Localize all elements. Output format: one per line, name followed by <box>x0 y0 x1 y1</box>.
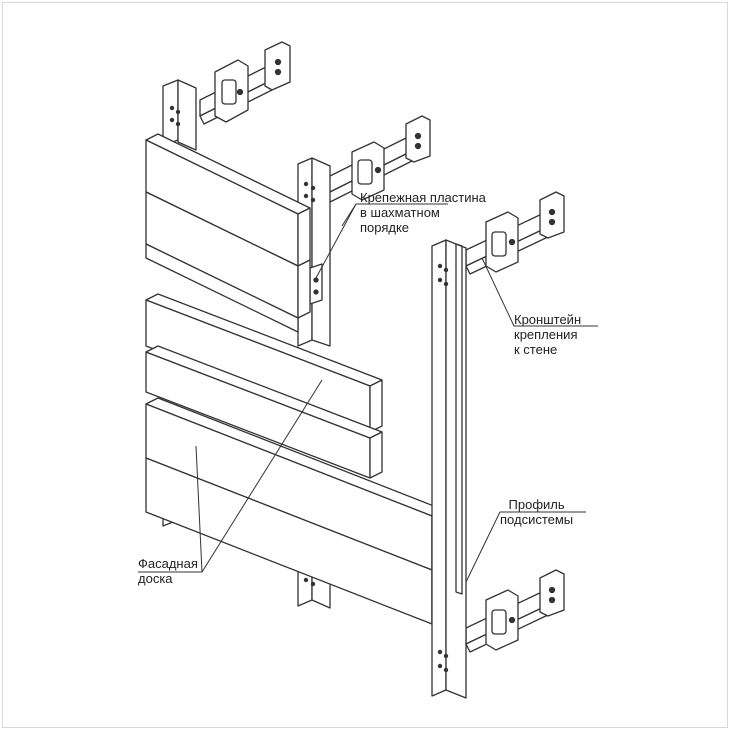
label-mounting-plate: Крепежная пластина в шахматном порядке <box>360 190 486 235</box>
label-facade-board: Фасадная доска <box>138 556 198 586</box>
label-facade-board-line-2: доска <box>138 571 173 586</box>
leader-profile <box>465 511 586 583</box>
label-mounting-plate-line-1: Крепежная пластина <box>360 190 486 205</box>
label-subsystem-profile-line-2: подсистемы <box>500 512 574 527</box>
label-subsystem-profile: Профиль подсистемы <box>500 497 573 527</box>
label-wall-bracket-line-3: к стене <box>514 342 558 357</box>
leader-lines <box>138 203 598 583</box>
label-facade-board-line-1: Фасадная <box>138 556 198 571</box>
leader-plate-2 <box>341 203 357 227</box>
label-wall-bracket: Кронштейн крепления к стене <box>514 312 581 357</box>
label-mounting-plate-line-3: порядке <box>360 220 410 235</box>
leader-bracket <box>481 257 598 327</box>
label-mounting-plate-line-2: в шахматном <box>360 205 440 220</box>
label-wall-bracket-line-2: крепления <box>514 327 578 342</box>
profile-right <box>431 239 467 699</box>
wall-bracket-top-left <box>199 41 291 125</box>
leader-board-2 <box>195 445 203 573</box>
wall-bracket-right-lower <box>465 569 565 653</box>
label-wall-bracket-line-1: Кронштейн <box>514 312 582 327</box>
label-subsystem-profile-line-1: Профиль <box>508 497 565 512</box>
